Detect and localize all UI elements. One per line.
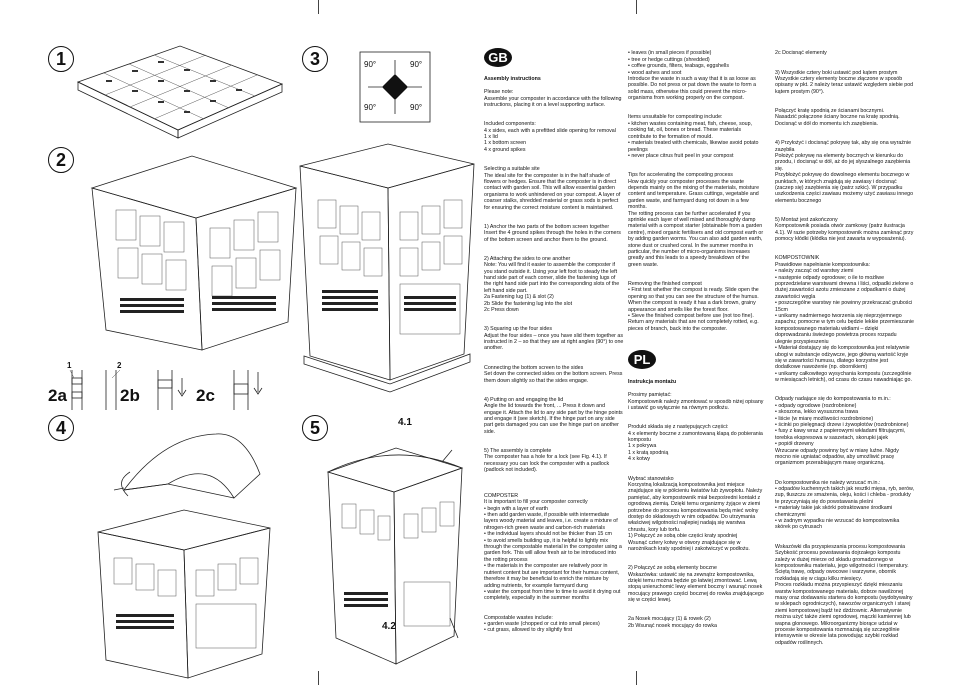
step-4-marker: 4 [48,415,74,441]
paragraph: Included components: 4 x sides, each wit… [484,121,616,153]
assembled-sides-illustration [90,155,298,351]
paragraph: 2c Docisnąć elementy [775,50,827,57]
step-2a-label: 2a [48,386,67,405]
paragraph: Removing the finished compost • First te… [628,281,759,332]
angle-top-right: 90° [410,60,423,69]
fold-mark-left [318,0,319,14]
angle-top-left: 90° [364,60,377,69]
step-2c-label: 2c [196,386,215,405]
fold-mark-right-bottom [636,671,637,685]
callout-2: 2 [117,361,122,370]
paragraph: Wskazówki dla przyspieszania procesu kom… [775,543,913,646]
english-instructions-column-1: Assembly instructions Please note: Assem… [484,70,624,640]
paragraph: 1) Anchor the two parts of the bottom sc… [484,223,621,243]
paragraph: Compostable wastes include: • garden was… [484,614,600,634]
step-2-marker: 2 [48,147,74,173]
paragraph: Prosimy pamiętać: Kompostownik należy zm… [628,392,764,412]
paragraph: Do kompostownika nie należy wrzucać m.in… [775,479,915,531]
english-instructions-column-2: • leaves (in small pieces if possible) •… [628,44,764,339]
step-3-marker: 3 [302,46,328,72]
step-1-marker: 1 [48,46,74,72]
paragraph: 3) Squaring up the four sides Adjust the… [484,326,624,352]
callout-1: 1 [67,361,72,370]
paragraph: Instrukcja montażu [628,379,677,386]
angle-bottom-left: 90° [364,103,377,112]
language-badge-gb: GB [484,48,512,67]
paragraph: Wybrać stanowisko Korzystną lokalizacją … [628,475,763,552]
press-down-detail [233,370,263,410]
polish-instructions-column-3: 2c Docisnąć elementy 3) Wszystkie cztery… [775,44,915,653]
callout-4-1: 4.1 [398,417,412,428]
paragraph: COMPOSTER It is important to fill your c… [484,492,622,602]
paragraph: Connecting the bottom screen to the side… [484,364,623,384]
paragraph: 2) Połączyć ze sobą elementy boczne Wska… [628,565,764,604]
paragraph: KOMPOSTOWNIK Prawidłowe napełnianie komp… [775,255,914,384]
paragraph: 3) Wszystkie cztery boki ustawić pod kąt… [775,69,914,95]
paragraph: Połączyć kratę spodnią ze ścianami boczn… [775,108,900,127]
paragraph: Please note: Assemble your composter in … [484,89,622,109]
slide-lug-detail [157,370,187,410]
paragraph: Items unsuitable for composting include:… [628,114,759,159]
paragraph: Assembly instructions [484,76,541,83]
paragraph: 4) Przyłożyć i docisnąć pokrywę tak, aby… [775,140,914,204]
paragraph: • leaves (in small pieces if possible) •… [628,50,757,102]
paragraph: Tips for accelerating the composting pro… [628,172,764,268]
paragraph: 5) Montaż jest zakończony Kompostownik p… [775,216,914,243]
right-angle-diagram [359,51,431,123]
paragraph: 4) Putting on and engaging the lid Angle… [484,396,623,435]
paragraph: 5) The assembly is complete The composte… [484,447,610,474]
bottom-screen-illustration [76,45,284,139]
paragraph: Selecting a suitable site The ideal site… [484,166,621,211]
fold-mark-right [636,0,637,14]
fold-mark-left-bottom [318,671,319,685]
angle-bottom-right: 90° [410,103,423,112]
step-5-marker: 5 [302,415,328,441]
paragraph: 2a Nosek mocujący (1) & rowek (2) 2b Wsu… [628,616,717,629]
fastening-lug-detail [69,369,121,410]
paragraph: Produkt składa się z następujących częśc… [628,424,763,463]
language-badge-pl: PL [628,350,656,369]
composter-on-screen-illustration [299,143,475,393]
polish-instructions-column-2: Instrukcja montażu Prosimy pamiętać: Kom… [628,373,764,636]
finished-composter-illustration [326,447,464,665]
paragraph: 2) Attaching the sides to one another No… [484,255,620,314]
paragraph: Odpady nadające się do kompostowania to … [775,396,909,467]
callout-4-2: 4.2 [382,621,396,632]
lid-attachment-illustration [97,433,271,679]
step-2b-label: 2b [120,386,140,405]
